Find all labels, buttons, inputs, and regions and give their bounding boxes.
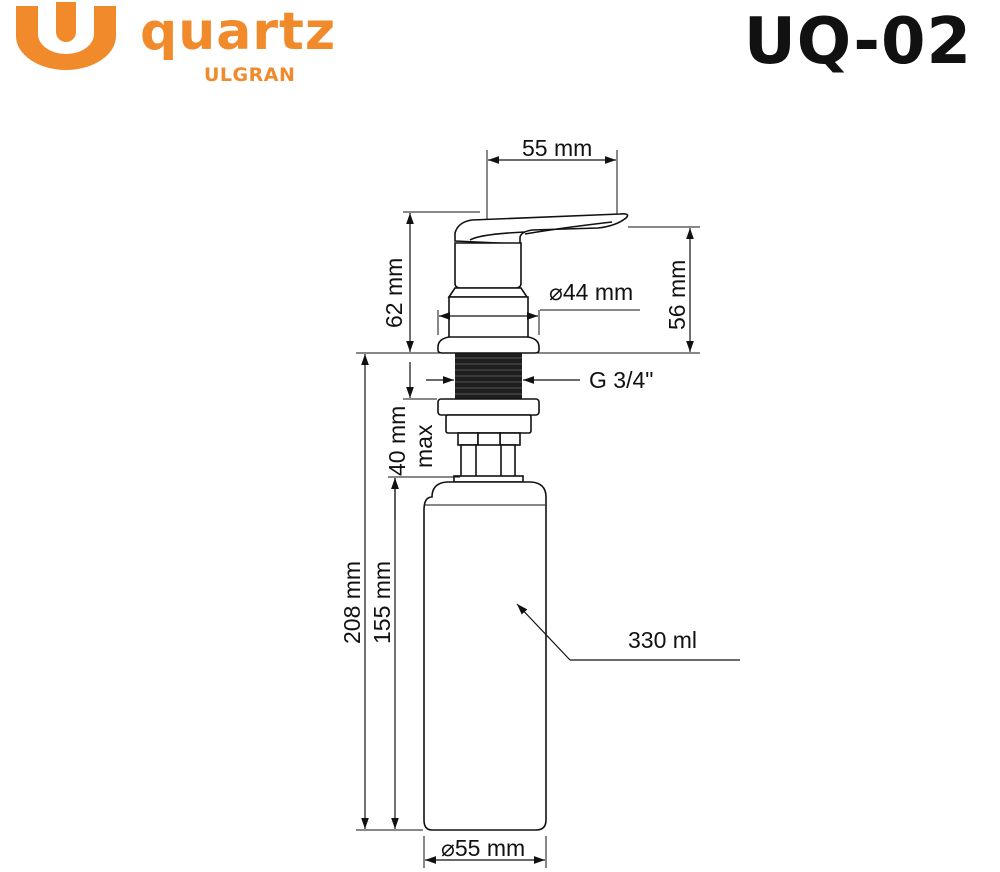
nut-assembly <box>423 398 547 831</box>
label-max-thickness: 40 mm <box>384 406 410 476</box>
label-base-diameter: ⌀44 mm <box>549 279 633 305</box>
label-total-height: 62 mm <box>381 258 407 328</box>
brand-sub: ULGRAN <box>204 64 296 86</box>
label-thread: G 3/4" <box>589 367 653 393</box>
label-bottle-diameter: ⌀55 mm <box>441 835 525 861</box>
dispenser-outline <box>437 213 629 354</box>
label-volume: 330 ml <box>628 627 697 653</box>
label-spout-length: 55 mm <box>522 135 592 161</box>
thread-lines <box>455 357 522 395</box>
extension-lines <box>356 150 700 868</box>
label-max: max <box>411 424 437 468</box>
brand-name: quartz <box>140 2 337 62</box>
dimension-lines <box>361 156 740 864</box>
brand-logo-icon <box>16 2 116 70</box>
label-body-height: 56 mm <box>664 260 690 330</box>
label-bottle-height: 155 mm <box>369 561 395 644</box>
label-hose-length: 208 mm <box>339 561 365 644</box>
dimension-labels: 55 mm 62 mm 56 mm ⌀44 mm G 3/4" 40 mm ma… <box>339 135 697 861</box>
model-title: UQ-02 <box>743 5 972 79</box>
